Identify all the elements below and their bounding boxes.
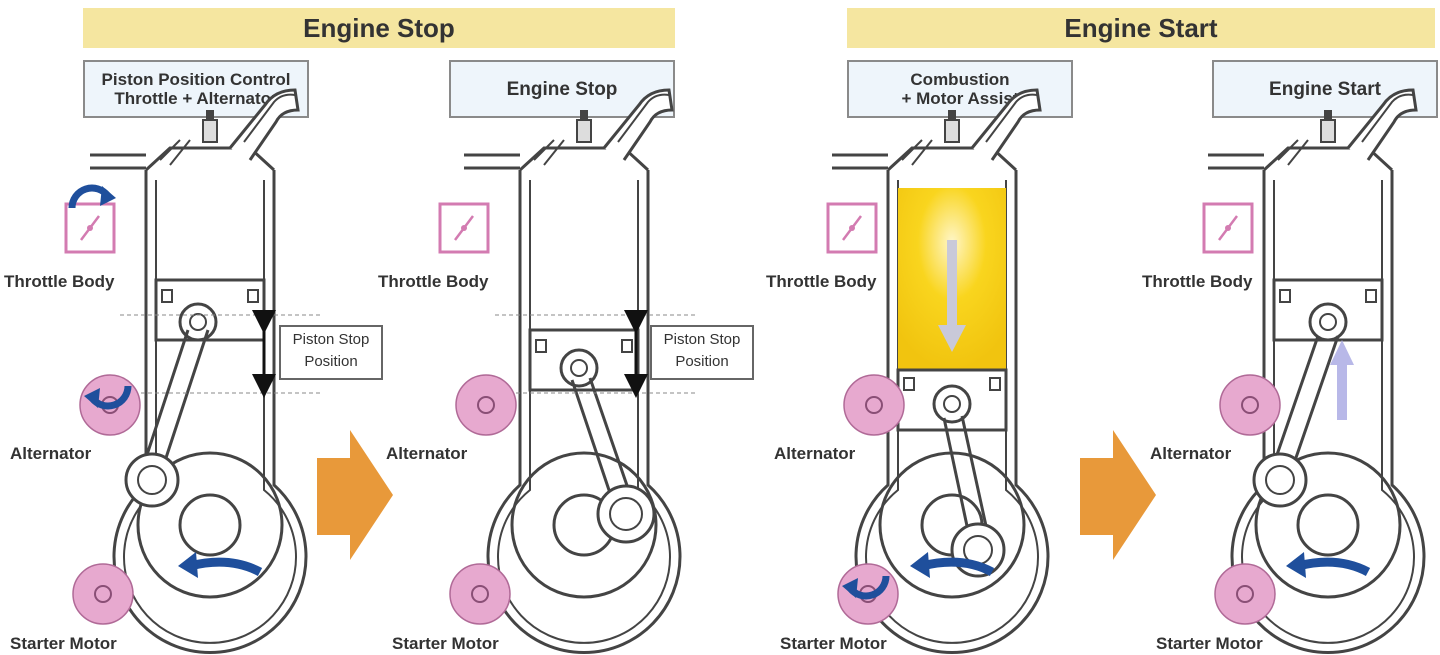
piston-stop-position-box: Piston Stop Position	[650, 325, 754, 380]
label-alternator: Alternator	[774, 444, 856, 463]
piston-stop-line: Piston Stop	[292, 331, 370, 348]
label-throttle-body: Throttle Body	[378, 272, 489, 291]
step-line: Piston Position Control	[101, 70, 291, 89]
step-engine-stop: Engine Stop	[449, 60, 675, 118]
label-alternator: Alternator	[10, 444, 92, 463]
engine-4	[1206, 88, 1426, 655]
label-throttle-body: Throttle Body	[766, 272, 877, 291]
label-throttle-body: Throttle Body	[4, 272, 115, 291]
step-line: Throttle + Alternator	[114, 89, 278, 108]
piston-stop-line: Position	[304, 353, 358, 370]
label-starter-motor: Starter Motor	[1156, 634, 1263, 653]
section-banner-engine-stop: Engine Stop	[83, 8, 675, 48]
label-starter-motor: Starter Motor	[780, 634, 887, 653]
label-alternator: Alternator	[386, 444, 468, 463]
transition-arrow	[1080, 430, 1156, 560]
piston-stop-line: Position	[675, 353, 729, 370]
step-line: Engine Stop	[506, 78, 618, 100]
step-line: + Motor Assist	[901, 89, 1019, 108]
engine-1	[88, 88, 308, 655]
section-banner-engine-start: Engine Start	[847, 8, 1435, 48]
step-engine-start: Engine Start	[1212, 60, 1438, 118]
step-line: Engine Start	[1269, 78, 1381, 100]
step-line: Combustion	[910, 70, 1010, 89]
label-starter-motor: Starter Motor	[392, 634, 499, 653]
piston-stop-line: Piston Stop	[663, 331, 741, 348]
engine-2	[462, 88, 682, 655]
engine-3	[830, 88, 1050, 655]
label-alternator: Alternator	[1150, 444, 1232, 463]
piston-stop-position-box: Piston Stop Position	[279, 325, 383, 380]
label-starter-motor: Starter Motor	[10, 634, 117, 653]
label-throttle-body: Throttle Body	[1142, 272, 1253, 291]
transition-arrow	[317, 430, 393, 560]
